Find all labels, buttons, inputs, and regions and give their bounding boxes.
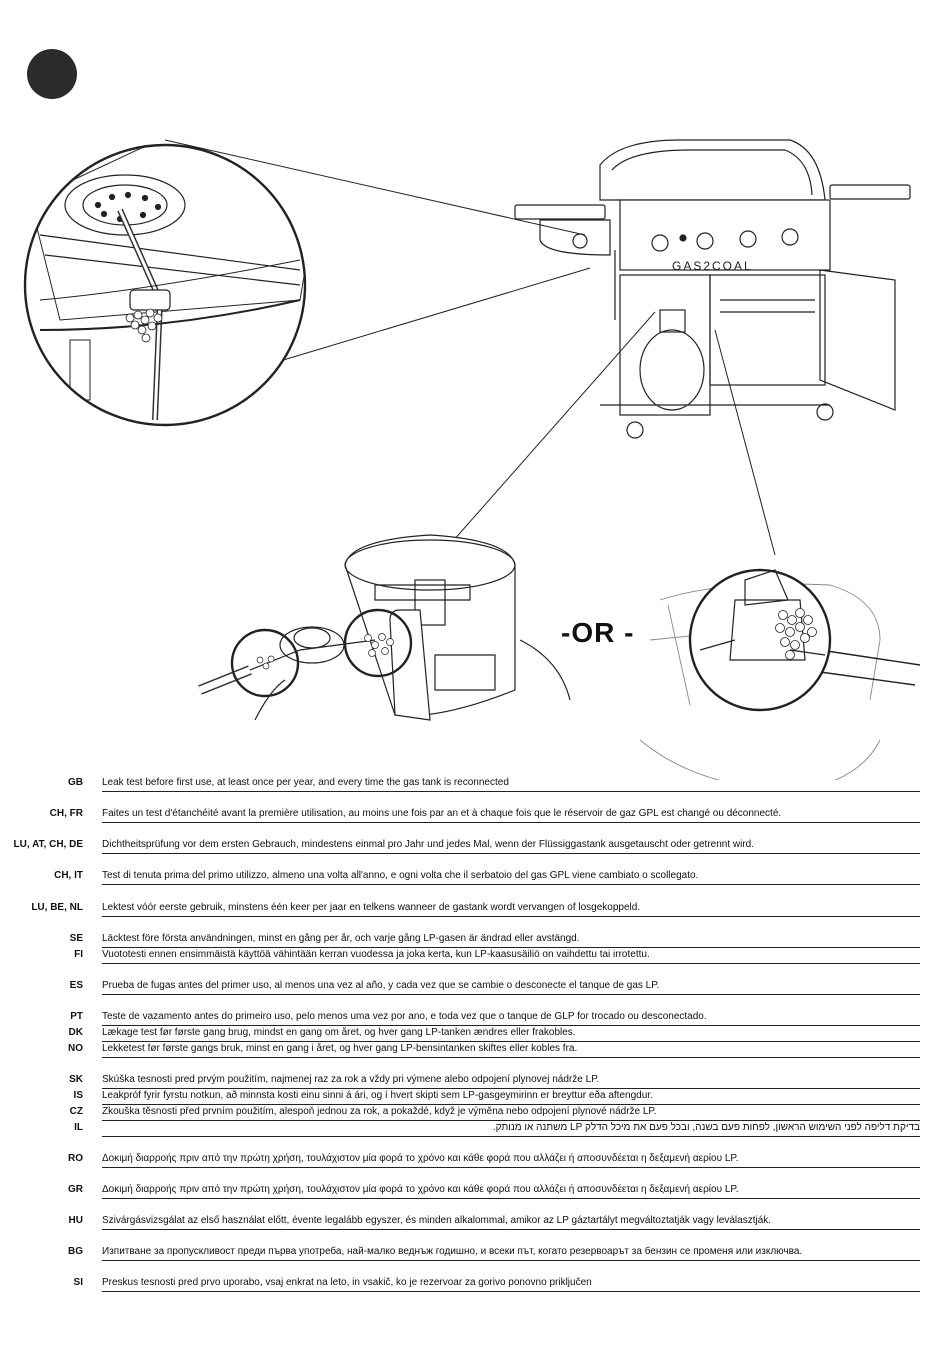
row-underline — [102, 853, 920, 854]
row-underline — [102, 1104, 920, 1105]
burner-bubbles — [125, 308, 163, 343]
row-underline — [102, 1260, 920, 1261]
country-code: SK — [69, 1074, 83, 1085]
country-code: SI — [73, 1277, 83, 1288]
instruction-row: HU Szivárgásvizsgálat az első használat e… — [0, 1214, 950, 1230]
country-code: LU, AT, CH, DE — [13, 839, 83, 850]
country-code: GR — [68, 1184, 83, 1195]
instruction-text: Preskus tesnosti pred prvo uporabo, vsaj… — [102, 1277, 592, 1288]
instruction-row: DK Lækage test før første gang brug, mind… — [0, 1026, 950, 1042]
country-code: IS — [73, 1090, 83, 1101]
valve-bubbles — [256, 633, 394, 670]
instruction-text: Skúška tesnosti pred prvým použitím, naj… — [102, 1074, 600, 1085]
instruction-text: Faites un test d'étanchéité avant la pre… — [102, 808, 782, 819]
instruction-row: LU, AT, CH, DE Dichtheitsprüfung vor dem … — [0, 838, 950, 854]
instruction-row: CH, FR Faites un test d'étanchéité avant … — [0, 807, 950, 823]
row-underline — [102, 963, 920, 964]
instruction-row: GB Leak test before first use, at least o… — [0, 776, 950, 792]
instruction-text: Lektest vóór eerste gebruik, minstens éé… — [102, 902, 641, 913]
country-code: NO — [68, 1043, 83, 1054]
instruction-row: IL בדיקת דליפה לפני השימוש הראשון, לפחות … — [0, 1121, 950, 1137]
row-underline — [102, 916, 920, 917]
country-code: CZ — [69, 1106, 83, 1117]
instruction-text: Lekketest før første gangs bruk, minst e… — [102, 1043, 578, 1054]
leak-test-illustration: GAS2COAL — [23, 139, 921, 780]
instruction-row: BG Изпитване за пропускливост преди първа… — [0, 1245, 950, 1261]
instruction-row: IS Leakpróf fyrir fyrstu notkun, að minns… — [0, 1089, 950, 1105]
step-badge — [27, 49, 77, 99]
country-code: RO — [68, 1153, 83, 1164]
row-underline — [102, 1291, 920, 1292]
row-underline — [102, 1057, 920, 1058]
row-underline — [102, 1136, 920, 1137]
row-underline — [102, 947, 920, 948]
country-code: PT — [70, 1011, 83, 1022]
row-underline — [102, 884, 920, 885]
instruction-text: Zkouška těsnosti před prvním použitím, a… — [102, 1106, 657, 1117]
country-code: CH, FR — [49, 808, 83, 819]
instruction-text: Dichtheitsprüfung vor dem ersten Gebrauc… — [102, 839, 755, 850]
alt-bubbles — [775, 608, 817, 660]
instruction-text: Läcktest före första användningen, minst… — [102, 933, 580, 944]
instruction-text: Leak test before first use, at least onc… — [102, 777, 509, 788]
country-code: IL — [74, 1122, 83, 1133]
instruction-row: LU, BE, NL Lektest vóór eerste gebruik, m… — [0, 901, 950, 917]
instruction-text: Vuototesti ennen ensimmäistä käyttöä väh… — [102, 949, 650, 960]
row-underline — [102, 1041, 920, 1042]
tank-valve-alt-magnified — [688, 568, 832, 712]
country-code: FI — [74, 949, 83, 960]
country-code: ES — [69, 980, 83, 991]
instruction-text: Δοκιμή διαρροής πριν από την πρώτη χρήση… — [102, 1184, 739, 1195]
instruction-row: SE Läcktest före första användningen, min… — [0, 932, 950, 948]
country-code: LU, BE, NL — [31, 902, 83, 913]
instruction-row: CZ Zkouška těsnosti před prvním použitím,… — [0, 1105, 950, 1121]
instruction-text: Test di tenuta prima del primo utilizzo,… — [102, 870, 699, 881]
instruction-row: GR Δοκιμή διαρροής πριν από την πρώτη χρή… — [0, 1183, 950, 1199]
instruction-row: PT Teste de vazamento antes do primeiro u… — [0, 1010, 950, 1026]
country-code: SE — [69, 933, 83, 944]
magnified-burner-detail — [23, 143, 307, 427]
row-underline — [102, 1025, 920, 1026]
country-code: DK — [68, 1027, 83, 1038]
instruction-row: NO Lekketest før første gangs bruk, minst… — [0, 1042, 950, 1058]
row-underline — [102, 1229, 920, 1230]
country-code: GB — [68, 777, 83, 788]
instruction-row: FI Vuototesti ennen ensimmäistä käyttöä v… — [0, 948, 950, 964]
instruction-text: Szivárgásvizsgálat az első használat elő… — [102, 1215, 772, 1226]
instruction-row: CH, IT Test di tenuta prima del primo uti… — [0, 869, 950, 885]
instruction-text: Prueba de fugas antes del primer uso, al… — [102, 980, 660, 991]
country-code: BG — [68, 1246, 83, 1257]
row-underline — [102, 1167, 920, 1168]
instruction-row: SK Skúška tesnosti pred prvým použitím, n… — [0, 1073, 950, 1089]
tank-valve-alt-detail — [639, 583, 921, 780]
row-underline — [102, 1198, 920, 1199]
row-underline — [102, 1120, 920, 1121]
instruction-text: Изпитване за пропускливост преди първа у… — [102, 1246, 803, 1257]
instruction-text: בדיקת דליפה לפני השימוש הראשון, לפחות פע… — [492, 1122, 920, 1133]
row-underline — [102, 822, 920, 823]
country-code: CH, IT — [54, 870, 83, 881]
tank-valve-detail — [198, 534, 571, 721]
instruction-row: RO Δοκιμή διαρροής πριν από την πρώτη χρή… — [0, 1152, 950, 1168]
instruction-text: Δοκιμή διαρροής πριν από την πρώτη χρήση… — [102, 1153, 739, 1164]
instruction-text: Lækage test før første gang brug, mindst… — [102, 1027, 576, 1038]
instruction-row: ES Prueba de fugas antes del primer uso, … — [0, 979, 950, 995]
country-code: HU — [68, 1215, 83, 1226]
row-underline — [102, 791, 920, 792]
or-label: -OR - — [561, 617, 635, 648]
instruction-row: SI Preskus tesnosti pred prvo uporabo, vs… — [0, 1276, 950, 1292]
row-underline — [102, 994, 920, 995]
row-underline — [102, 1088, 920, 1089]
instruction-text: Teste de vazamento antes do primeiro uso… — [102, 1011, 707, 1022]
grill-drawing: GAS2COAL — [514, 139, 911, 439]
instruction-text: Leakpróf fyrir fyrstu notkun, að minnsta… — [102, 1090, 653, 1101]
grill-logo: GAS2COAL — [672, 259, 753, 273]
